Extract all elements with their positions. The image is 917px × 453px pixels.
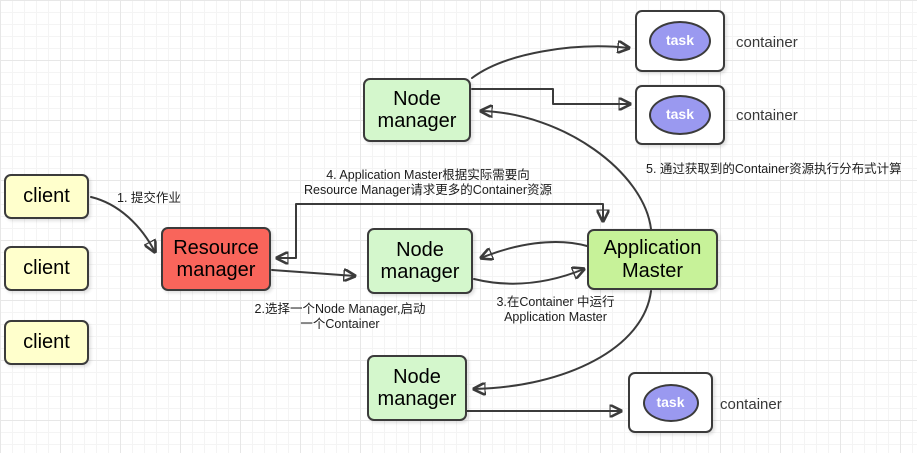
node-manager-label-line2: manager: [377, 388, 457, 410]
client-node-1: client: [4, 174, 89, 219]
resource-manager-node: Resource manager: [161, 227, 271, 291]
client-label: client: [23, 257, 70, 280]
arrow-am-to-nm-mid: [481, 241, 588, 258]
annotation-step5: 5. 通过获取到的Container资源执行分布式计算: [646, 162, 902, 176]
client-node-2: client: [4, 246, 89, 291]
node-manager-label-line2: manager: [380, 261, 460, 283]
container-node-1: task: [635, 10, 725, 72]
resource-manager-label-line2: manager: [176, 259, 256, 281]
client-label: client: [23, 331, 70, 354]
application-master-label-line2: Master: [621, 259, 684, 282]
task-label: task: [665, 106, 695, 123]
container-label-2: container: [736, 107, 798, 124]
annotation-step1: 1. 提交作业: [117, 191, 181, 205]
arrow-nm-mid-to-am: [473, 269, 584, 285]
container-label-1: container: [736, 34, 798, 51]
container-label-3: container: [720, 396, 782, 413]
task-ellipse: task: [642, 383, 699, 422]
application-master-node: Application Master: [587, 229, 718, 290]
client-label: client: [23, 185, 70, 208]
annotation-step4: 4. Application Master根据实际需要向 Resource Ma…: [280, 168, 576, 198]
application-master-label-line1: Application: [603, 237, 702, 260]
node-manager-label-line1: Node: [396, 238, 444, 261]
annotation-step4-line2: Resource Manager请求更多的Container资源: [303, 183, 552, 197]
task-ellipse: task: [649, 95, 711, 135]
arrow-nm-top-to-container1: [471, 46, 629, 79]
node-manager-bottom: Node manager: [367, 355, 467, 421]
annotation-step3-line2: Application Master: [504, 310, 607, 324]
task-label: task: [656, 393, 685, 410]
container-node-3: task: [628, 372, 713, 433]
node-manager-top: Node manager: [363, 78, 471, 142]
node-manager-label-line1: Node: [393, 365, 441, 388]
arrow-step2-rm-to-nm-mid: [271, 270, 355, 276]
node-manager-middle: Node manager: [367, 228, 473, 294]
annotation-step4-line1: 4. Application Master根据实际需要向: [326, 168, 530, 182]
resource-manager-label-line1: Resource: [173, 236, 259, 259]
annotation-step3: 3.在Container 中运行 Application Master: [483, 295, 628, 325]
annotation-step2-line1: 2.选择一个Node Manager,启动: [254, 302, 426, 316]
node-manager-label-line2: manager: [377, 110, 457, 132]
annotation-step2: 2.选择一个Node Manager,启动 一个Container: [230, 302, 450, 332]
annotation-step3-line1: 3.在Container 中运行: [496, 295, 615, 309]
task-label: task: [665, 32, 695, 49]
container-node-2: task: [635, 85, 725, 145]
client-node-3: client: [4, 320, 89, 365]
arrow-nm-top-to-container2: [471, 88, 630, 104]
task-ellipse: task: [649, 21, 711, 61]
annotation-step2-line2: 一个Container: [300, 317, 380, 331]
node-manager-label-line1: Node: [393, 87, 441, 110]
